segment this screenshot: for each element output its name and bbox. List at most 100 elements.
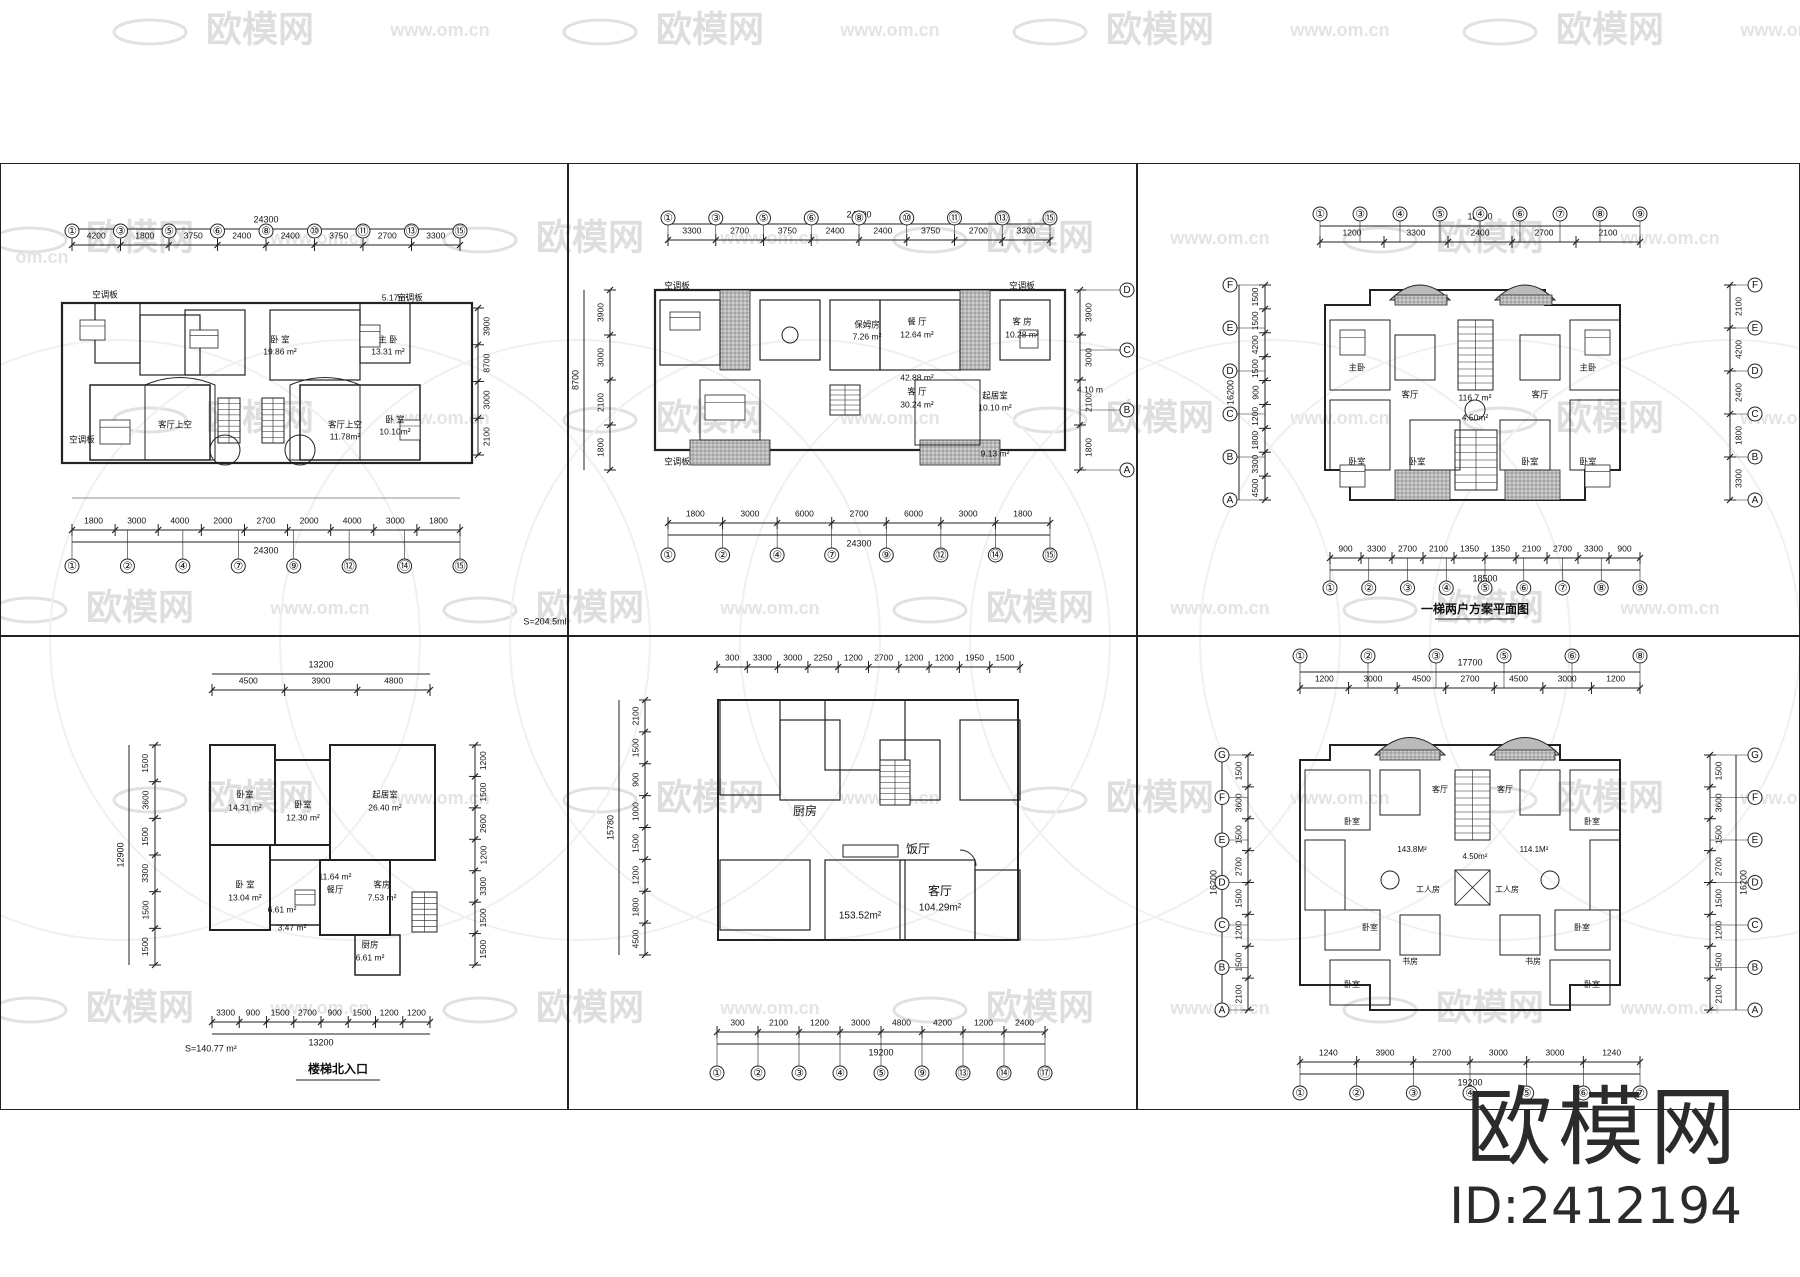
axis-label: B: [1752, 452, 1759, 463]
dimension-tick: [606, 376, 614, 384]
axis-label: ②: [718, 549, 728, 561]
dimension-label: 1200: [1250, 407, 1260, 426]
furniture: [359, 324, 381, 348]
room-wall: [1409, 419, 1461, 471]
dimension-label: 3600: [1713, 793, 1723, 812]
room-label: 6.61 m²: [356, 952, 385, 962]
watermark-site: www.om.cn: [1289, 20, 1389, 40]
dimension-label: 2400: [281, 230, 300, 240]
partition: [842, 844, 899, 858]
dimension-tick: [1539, 684, 1547, 692]
dimension-label: 1200: [1233, 921, 1243, 940]
dimension-label: 3000: [740, 508, 759, 518]
dimension-tick: [151, 851, 159, 859]
dimension-tick: [471, 804, 479, 812]
room-label: 工人房: [1495, 884, 1519, 894]
panel-frame: [568, 163, 1137, 636]
dimension-label: 1200: [407, 1007, 426, 1017]
room-label: 客 房: [1012, 316, 1031, 326]
dimension-total: 17700: [1457, 657, 1482, 667]
room-wall: [1569, 769, 1621, 831]
dimension-tick: [372, 1018, 379, 1026]
dimension-tick: [151, 961, 159, 969]
room-label: 10.10m²: [379, 426, 410, 436]
furniture: [669, 311, 701, 331]
dimension-tick: [1706, 783, 1714, 791]
dimension-label: 8700: [481, 353, 491, 372]
dimension-tick: [197, 526, 205, 534]
axis-label: B: [1124, 405, 1131, 416]
room-label: 客 厅: [907, 386, 927, 396]
dimension-label: 4800: [384, 675, 403, 685]
dimension-label: 2700: [1713, 857, 1723, 876]
room-label: 起居室: [372, 789, 398, 799]
axis-label: ⑬: [958, 1066, 969, 1079]
watermark-site: www.om.cn: [389, 788, 489, 808]
room-label: 10.10 m²: [978, 402, 1012, 412]
dimension-tick: [1261, 377, 1269, 384]
dimension-total: 24300: [253, 214, 278, 224]
axis-label: ⑧: [1595, 208, 1605, 220]
axis-label: ⑧: [854, 212, 864, 224]
room-label: 卧室: [1584, 816, 1600, 826]
dimension-tick: [1261, 424, 1269, 432]
room-label: 26.40 m²: [368, 802, 402, 812]
room-wall: [1569, 319, 1621, 391]
room-label: 卧室: [1344, 979, 1360, 989]
dimension-tick: [1261, 353, 1269, 361]
dimension-tick: [1261, 401, 1269, 408]
axis-label: ③: [116, 225, 126, 237]
dimension-label: 300: [730, 1017, 744, 1027]
dimension-tick: [713, 663, 721, 671]
axis-label: ⑦: [1555, 208, 1565, 220]
dimension-label: 4200: [933, 1017, 952, 1027]
dimension-tick: [426, 1018, 434, 1026]
dimension-label: 2700: [1461, 673, 1480, 683]
room-label: 客房: [373, 879, 390, 889]
axis-label: ②: [122, 560, 132, 572]
furniture: [99, 419, 131, 445]
watermark-site: www.om.cn: [269, 598, 369, 618]
watermark-brand: 欧模网: [1436, 987, 1544, 1028]
dimension-label: 300: [725, 652, 739, 662]
dimension-label: 3000: [959, 508, 978, 518]
room-label: 卧室: [1584, 979, 1600, 989]
dimension-label: 900: [1338, 543, 1352, 553]
dimension-label: 1500: [352, 1007, 371, 1017]
axis-label: ⑥: [806, 212, 816, 224]
dimension-label: 1800: [1083, 438, 1093, 457]
dimension-label: 1200: [935, 652, 954, 662]
dimension-total: 16200: [1225, 380, 1235, 405]
axis-label: ⑦: [1635, 1087, 1645, 1099]
room-label: 卧室: [1579, 456, 1597, 466]
watermark-brand: 欧模网: [86, 587, 194, 628]
axis-label: ③: [711, 212, 721, 224]
dimension-tick: [1442, 684, 1450, 692]
dimension-label: 3900: [1083, 303, 1093, 322]
dimension-label: 3600: [1233, 793, 1243, 812]
axis-label: ④: [772, 549, 782, 561]
room-label: 主 卧: [378, 334, 398, 344]
dimension-label: 4000: [343, 515, 362, 525]
axis-label: B: [1219, 963, 1226, 974]
room-label: 餐 厅: [907, 316, 927, 326]
dimension-label: 2100: [1429, 543, 1448, 553]
dimension-tick: [1244, 942, 1252, 950]
axis-label: ④: [1441, 582, 1451, 594]
axis-label: ⑨: [289, 560, 299, 572]
hatched-area: [689, 439, 771, 466]
dimension-tick: [151, 924, 159, 932]
dimension-label: 2100: [595, 393, 605, 412]
room-label: 客厅上空: [158, 419, 192, 429]
room-label: 起居室: [982, 390, 1008, 400]
dimension-label: 1500: [1250, 359, 1260, 378]
dimension-label: 1200: [1713, 921, 1723, 940]
brand-title: 欧模网: [1466, 1078, 1742, 1178]
watermark-arc: [969, 339, 1571, 941]
watermark-logo-icon: [562, 406, 638, 434]
dimension-label: 2100: [1599, 227, 1618, 237]
dimension-label: 2100: [481, 427, 491, 446]
